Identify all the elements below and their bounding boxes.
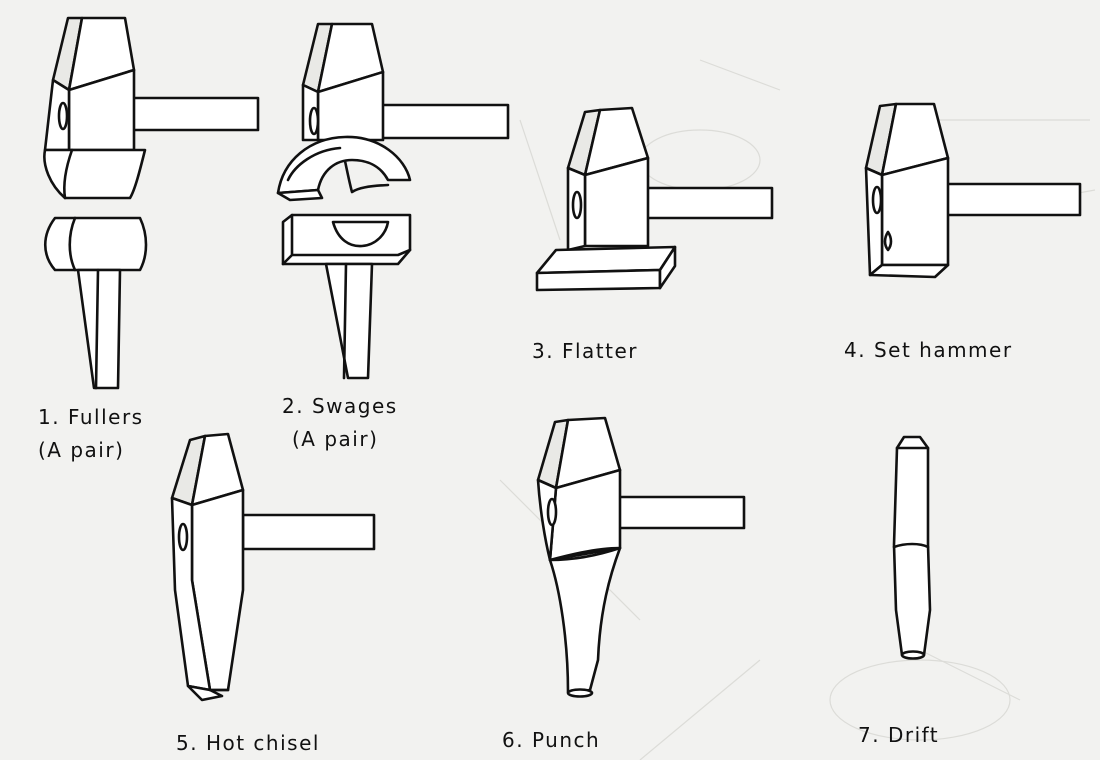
handle-eye	[57, 101, 69, 131]
caption-fullers-sub: (A pair)	[38, 438, 125, 462]
caption-set-hammer: 4. Set hammer	[844, 338, 1013, 362]
handle-eye	[871, 185, 883, 215]
flatter-tool	[535, 106, 774, 292]
caption-fullers: 1. Fullers	[38, 405, 144, 429]
hot-chisel-tool	[170, 432, 376, 702]
handle-eye	[546, 497, 558, 527]
handle-eye	[177, 522, 189, 552]
caption-punch: 6. Punch	[502, 728, 601, 752]
swage-bottom-tool	[281, 213, 412, 380]
caption-swages-sub: (A pair)	[292, 427, 379, 451]
handle-eye	[308, 106, 320, 136]
punch-tool	[536, 416, 746, 698]
caption-flatter: 3. Flatter	[532, 339, 638, 363]
fuller-bottom-tool	[43, 216, 148, 390]
drift-tool	[892, 435, 932, 660]
caption-drift: 7. Drift	[858, 723, 940, 747]
set-hammer-tool	[864, 102, 1082, 279]
swage-top-tool	[276, 22, 510, 202]
fuller-top-tool	[43, 16, 260, 200]
handle-eye	[571, 190, 583, 220]
caption-swages: 2. Swages	[282, 394, 398, 418]
caption-hot-chisel: 5. Hot chisel	[176, 731, 320, 755]
